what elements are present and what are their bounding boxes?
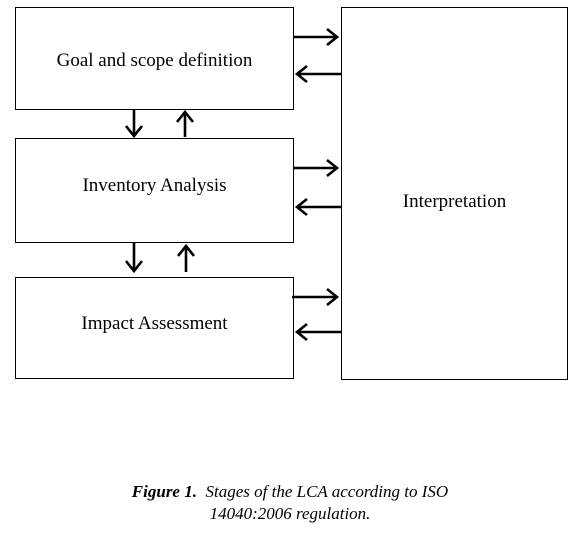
caption-text-1: Stages of the LCA according to ISO (205, 482, 449, 501)
figure-caption: Figure 1. Stages of the LCA according to… (0, 481, 580, 525)
arrow-interpretation-to-goal (294, 64, 341, 84)
caption-label: Figure 1. (131, 482, 197, 501)
arrow-impact-to-inventory (176, 243, 196, 272)
interpretation-label: Interpretation (402, 190, 507, 212)
arrow-impact-to-interpretation (292, 287, 340, 307)
caption-line-1: Figure 1. Stages of the LCA according to… (0, 481, 580, 503)
arrow-inventory-to-interpretation (294, 158, 340, 178)
arrow-goal-to-inventory (124, 110, 144, 139)
caption-line-2: 14040:2006 regulation. (209, 504, 371, 523)
inventory-analysis-box: Inventory Analysis (15, 138, 294, 243)
arrow-goal-to-interpretation (294, 27, 340, 47)
arrow-interpretation-to-inventory (294, 197, 341, 217)
impact-assessment-label: Impact Assessment (81, 313, 228, 334)
arrow-inventory-to-goal (175, 109, 195, 137)
arrow-interpretation-to-impact (294, 322, 341, 342)
goal-scope-box: Goal and scope definition (15, 7, 294, 110)
interpretation-box: Interpretation (341, 7, 568, 380)
inventory-analysis-label: Inventory Analysis (82, 174, 227, 196)
arrow-inventory-to-impact (124, 243, 144, 274)
impact-assessment-box: Impact Assessment (15, 277, 294, 379)
flow-arrows (124, 27, 341, 342)
goal-scope-label: Goal and scope definition (56, 49, 253, 71)
lca-diagram: Goal and scope definition Inventory Anal… (15, 7, 568, 380)
